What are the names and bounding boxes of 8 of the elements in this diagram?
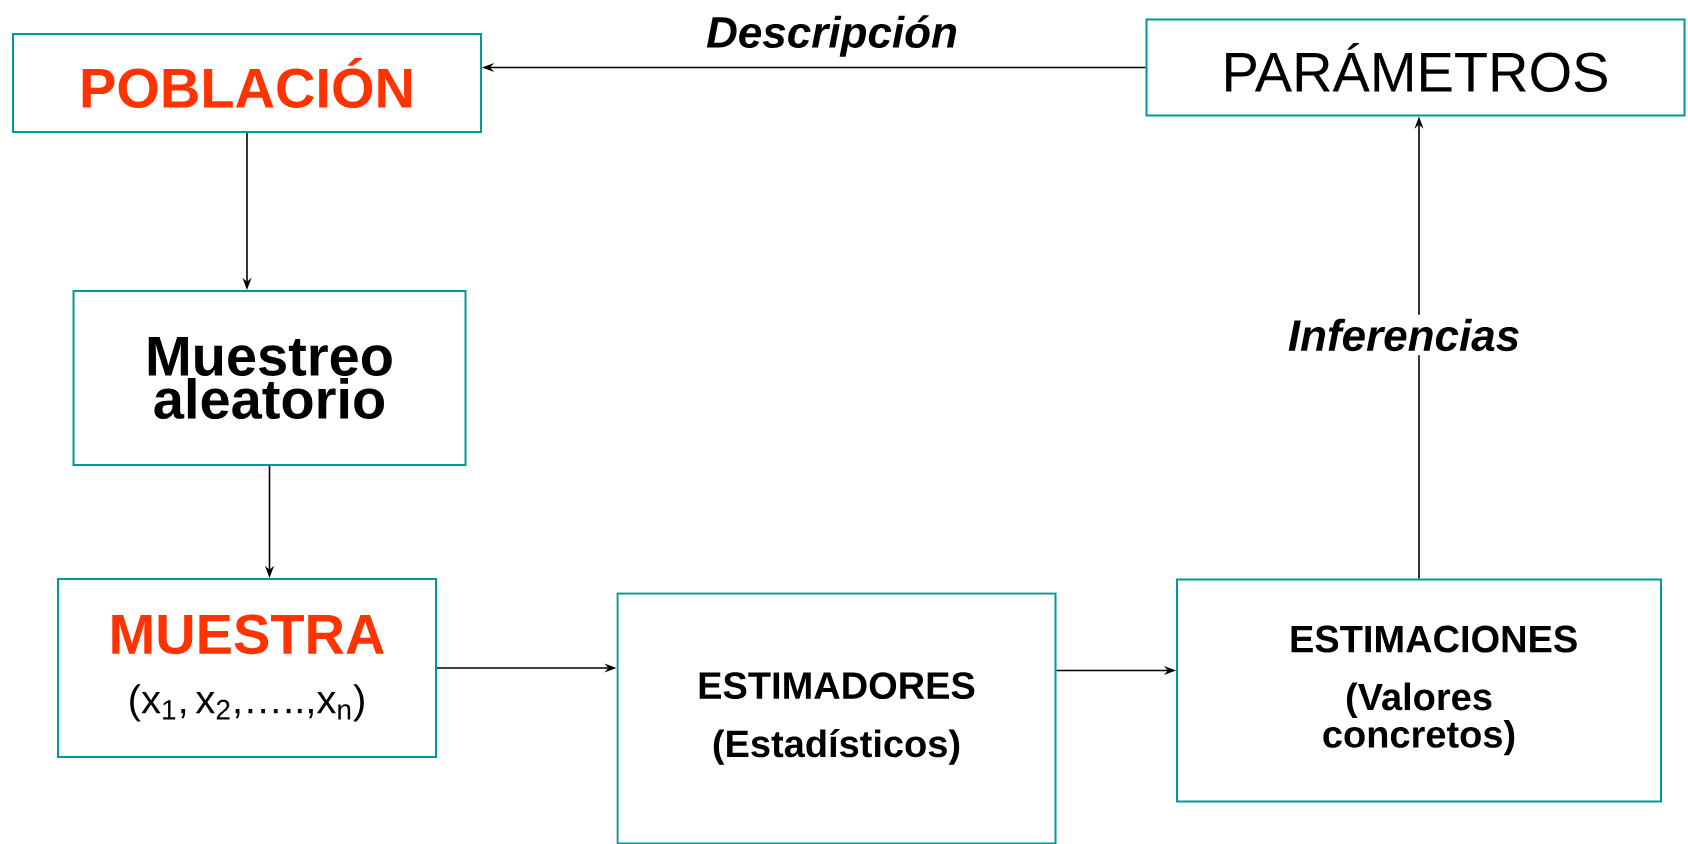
process-box: MUESTRA (x$_{1}$, x$_{2}$,…..,x$_{n}$) <box>57 578 437 758</box>
edge-label: Descripción <box>702 11 962 61</box>
process-box: PARÁMETROS <box>1145 18 1686 117</box>
edge-label: Inferencias <box>1283 314 1525 356</box>
process-box: POBLACIÓN <box>12 33 482 133</box>
process-box: Muestreo aleatorio <box>72 290 467 466</box>
process-box: ESTIMADORES (Estadísticos) <box>616 592 1057 844</box>
process-box: ESTIMACIONES (Valores concretos) <box>1176 578 1662 803</box>
